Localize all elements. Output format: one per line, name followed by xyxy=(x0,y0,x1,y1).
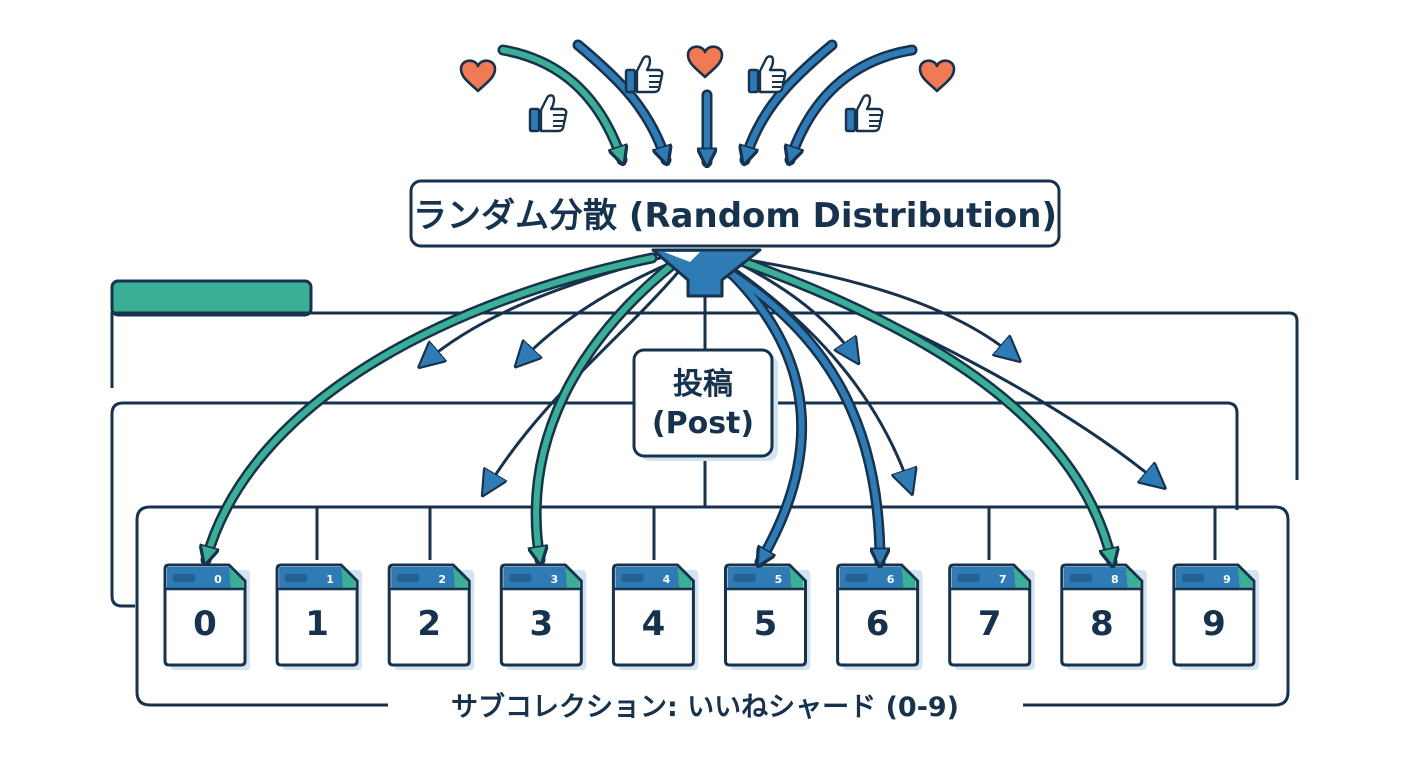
shard-number: 5 xyxy=(754,604,778,644)
shard-tab-label: 4 xyxy=(663,573,671,586)
shard-number: 3 xyxy=(529,604,553,644)
thumbs-up-icon xyxy=(528,94,568,133)
shard-number: 1 xyxy=(305,604,329,644)
shard-document: 77 xyxy=(948,563,1035,670)
shard-document: 22 xyxy=(387,563,475,670)
incoming-arrow xyxy=(790,47,915,160)
distribution-label: ランダム分散 (Random Distribution) xyxy=(413,196,1057,236)
folder-middle-frame xyxy=(110,401,1239,608)
shard-tab-label: 7 xyxy=(999,573,1007,586)
shard-document: 88 xyxy=(1060,563,1147,670)
shard-number: 0 xyxy=(193,604,217,644)
distribution-arrows xyxy=(206,252,1160,562)
shard-tab-label: 8 xyxy=(1111,573,1119,586)
post-label-jp: 投稿 xyxy=(673,367,733,402)
shard-number: 9 xyxy=(1202,604,1226,644)
post-label-en: (Post) xyxy=(652,406,754,441)
shard-number: 6 xyxy=(866,604,890,644)
thin-arrow xyxy=(746,258,1015,357)
shard-number: 7 xyxy=(978,604,1002,644)
shard-tab-label: 2 xyxy=(438,573,446,586)
shard-number: 8 xyxy=(1090,604,1114,644)
shard-document: 44 xyxy=(611,563,699,670)
shard-arrow-0 xyxy=(206,255,655,560)
funnel-icon xyxy=(651,248,762,298)
shard-arrow-8 xyxy=(741,259,1112,562)
shard-number: 2 xyxy=(417,604,441,644)
shard-tab-label: 9 xyxy=(1223,573,1231,586)
heart-icon xyxy=(918,59,956,93)
thin-arrow xyxy=(750,260,1160,484)
shard-tab-label: 1 xyxy=(326,573,334,586)
shard-tab-label: 3 xyxy=(550,573,558,586)
shard-document: 66 xyxy=(836,563,923,670)
shard-document: 11 xyxy=(275,563,363,670)
shard-document: 55 xyxy=(724,563,811,670)
incoming-arrow xyxy=(500,47,622,160)
shard-document: 33 xyxy=(499,563,587,670)
subcollection-caption: サブコレクション: いいねシャード (0-9) xyxy=(451,691,959,723)
thumbs-up-icon xyxy=(624,55,664,94)
shard-tab-label: 6 xyxy=(887,573,895,586)
heart-icon xyxy=(686,45,724,79)
incoming-arrows xyxy=(497,39,918,162)
shard-tab-label: 0 xyxy=(214,573,222,586)
post-node: 投稿 (Post) xyxy=(632,348,778,461)
thin-arrow xyxy=(520,262,670,362)
hierarchy-lines xyxy=(315,293,1217,560)
distribution-node: ランダム分散 (Random Distribution) xyxy=(409,179,1061,248)
incoming-arrow xyxy=(745,42,835,160)
shard-document: 99 xyxy=(1172,563,1259,670)
shard-document: 00 xyxy=(163,563,250,670)
shard-arrow-6 xyxy=(719,265,880,562)
shard-arrow-3 xyxy=(536,262,675,560)
incoming-arrow xyxy=(575,42,666,160)
thin-arrow xyxy=(740,263,855,358)
shard-arrow-5 xyxy=(725,267,805,562)
thumbs-up-icon xyxy=(844,94,884,133)
thumbs-up-icon xyxy=(747,55,787,94)
folder-back-frame xyxy=(110,279,1299,480)
shard-tab-label: 5 xyxy=(775,573,783,586)
heart-icon xyxy=(459,59,497,93)
shard-number: 4 xyxy=(642,604,666,644)
subcollection-container: サブコレクション: いいねシャード (0-9) xyxy=(135,505,1290,723)
